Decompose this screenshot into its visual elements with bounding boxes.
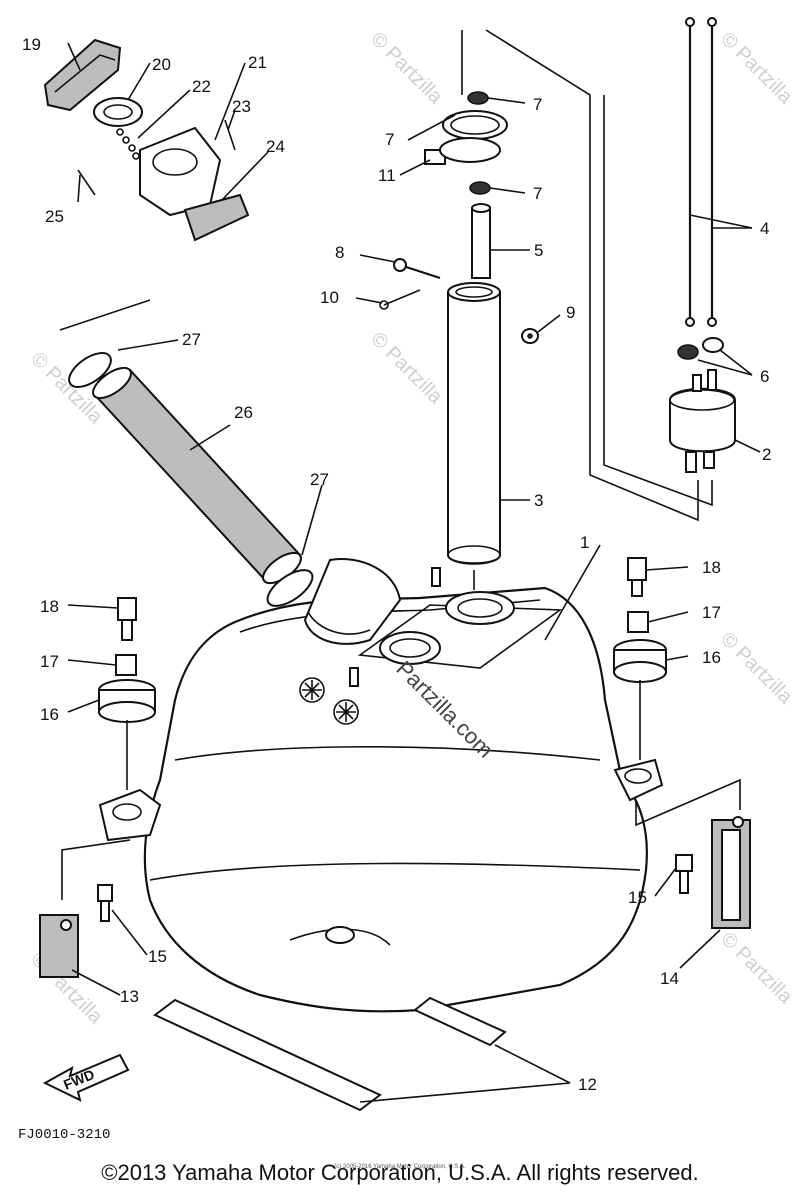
watermark-corner-7: © Partzilla bbox=[366, 328, 447, 409]
copyright-notice: ©2013 Yamaha Motor Corporation, U.S.A. A… bbox=[101, 1160, 699, 1185]
leader-lines bbox=[67, 42, 761, 1103]
filler-cap-assembly bbox=[43, 38, 250, 242]
label-part-12: 12 bbox=[578, 1075, 597, 1094]
label-part-7a: 7 bbox=[533, 95, 542, 114]
label-part-18b: 18 bbox=[702, 558, 721, 577]
label-part-26: 26 bbox=[234, 403, 253, 422]
label-part-7b: 7 bbox=[385, 130, 394, 149]
label-part-23: 23 bbox=[232, 97, 251, 116]
small-copyright: (c) 2005-2016 Yamaha Motor Corporation, … bbox=[334, 1164, 466, 1170]
label-part-13: 13 bbox=[120, 987, 139, 1006]
label-part-9: 9 bbox=[566, 303, 575, 322]
hose-clamps bbox=[424, 91, 508, 195]
label-part-15a: 15 bbox=[148, 947, 167, 966]
label-part-17b: 17 bbox=[702, 603, 721, 622]
label-part-25: 25 bbox=[45, 207, 64, 226]
diagram-code: FJ0010-3210 bbox=[18, 1127, 110, 1143]
part-labels: 1 2 3 4 5 6 7 7 7 8 9 10 11 12 13 14 15 … bbox=[22, 35, 771, 1094]
label-part-24: 24 bbox=[266, 137, 285, 156]
fuel-line-assembly bbox=[461, 17, 736, 522]
label-part-1: 1 bbox=[580, 533, 589, 552]
label-part-21: 21 bbox=[248, 53, 267, 72]
label-part-8: 8 bbox=[335, 243, 344, 262]
mounting-hardware bbox=[39, 557, 751, 1112]
label-part-2: 2 bbox=[762, 445, 771, 464]
fuel-tank bbox=[98, 558, 664, 1013]
label-part-7c: 7 bbox=[533, 184, 542, 203]
label-part-27b: 27 bbox=[310, 470, 329, 489]
filler-tube-assembly bbox=[379, 203, 539, 590]
label-part-16a: 16 bbox=[40, 705, 59, 724]
label-part-20: 20 bbox=[152, 55, 171, 74]
label-part-3: 3 bbox=[534, 491, 543, 510]
label-part-22: 22 bbox=[192, 77, 211, 96]
label-part-18a: 18 bbox=[40, 597, 59, 616]
label-part-19: 19 bbox=[22, 35, 41, 54]
watermark-corner-1: © Partzilla bbox=[366, 28, 447, 109]
label-part-11: 11 bbox=[378, 166, 396, 185]
watermark-corner-2: © Partzilla bbox=[716, 28, 797, 109]
label-part-17a: 17 bbox=[40, 652, 59, 671]
label-part-14: 14 bbox=[660, 969, 679, 988]
label-part-5: 5 bbox=[534, 241, 543, 260]
label-part-6: 6 bbox=[760, 367, 769, 386]
filler-hose-assembly bbox=[59, 299, 314, 607]
label-part-15b: 15 bbox=[628, 888, 647, 907]
watermark-corner-6: © Partzilla bbox=[716, 928, 797, 1009]
label-part-16b: 16 bbox=[702, 648, 721, 667]
label-part-4: 4 bbox=[760, 219, 769, 238]
label-part-27a: 27 bbox=[182, 330, 201, 349]
label-part-10: 10 bbox=[320, 288, 339, 307]
watermark-corner-4: © Partzilla bbox=[716, 628, 797, 709]
